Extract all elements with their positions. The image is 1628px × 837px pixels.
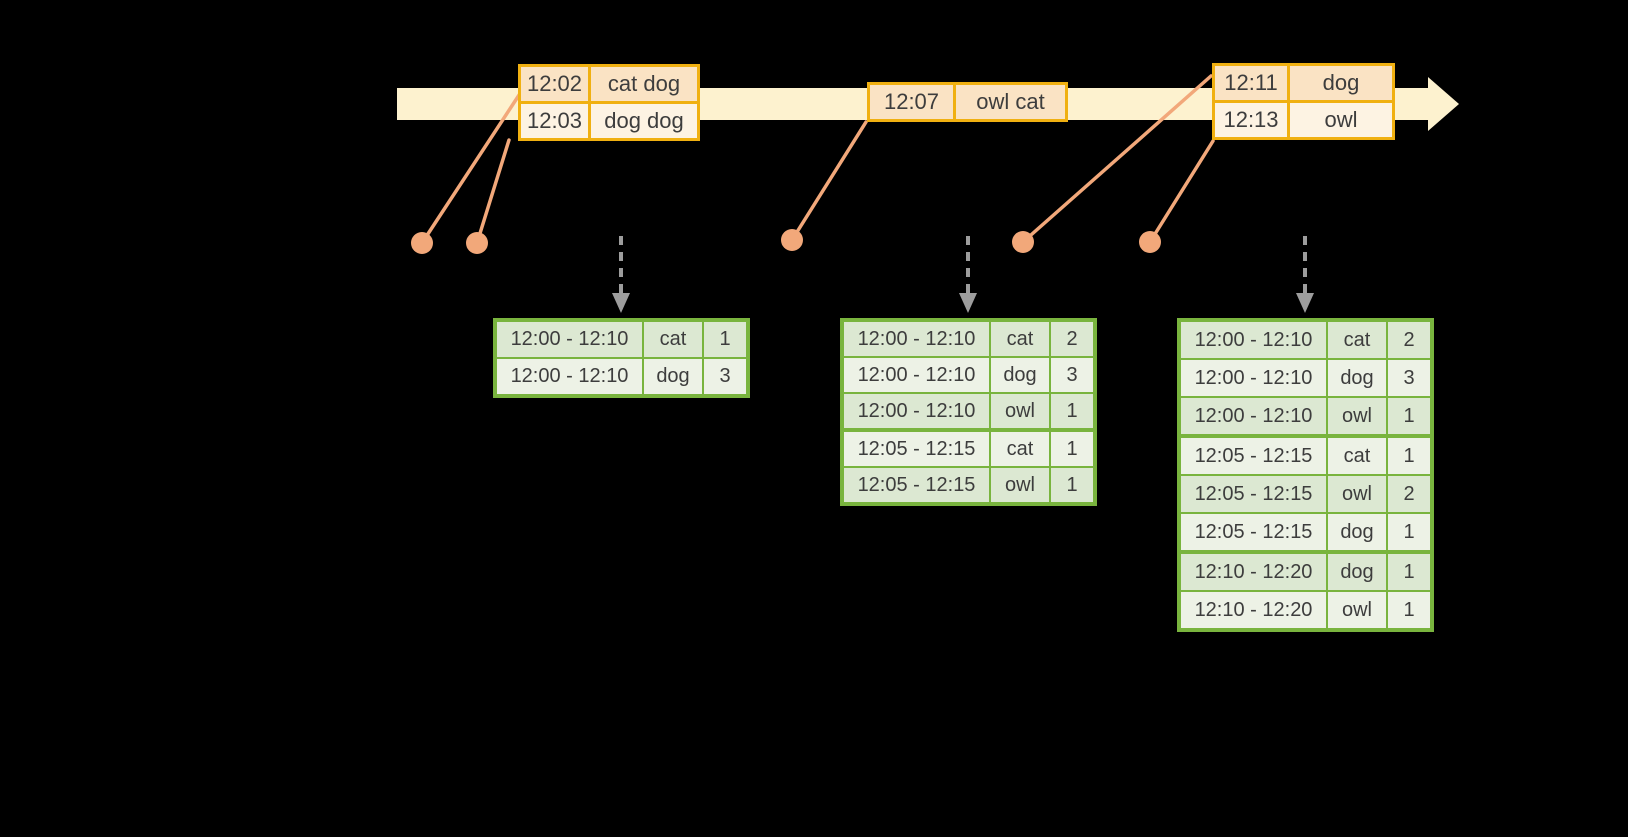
connector-line [420, 87, 525, 245]
trigger-arrows [612, 236, 1314, 313]
event-time-cell: 12:11 [1215, 66, 1287, 100]
window-cell: 12:05 - 12:15 [844, 468, 989, 502]
count-cell: 3 [1388, 360, 1430, 396]
word-cell: owl [1328, 592, 1386, 628]
window-cell: 12:05 - 12:15 [1181, 514, 1326, 550]
event-dot-icon [1139, 231, 1161, 253]
result-row: 12:00 - 12:10 dog 3 [1181, 360, 1430, 396]
event-words-cell: cat dog [591, 67, 697, 101]
event-words-cell: owl cat [956, 85, 1065, 119]
event-words-cell: dog dog [591, 104, 697, 138]
word-cell: dog [644, 359, 702, 394]
connector-line [1148, 139, 1215, 244]
window-cell: 12:05 - 12:15 [844, 432, 989, 466]
connector-lines [420, 74, 1215, 245]
count-cell: 3 [1051, 358, 1093, 392]
window-cell: 12:00 - 12:10 [497, 359, 642, 394]
event-markers [411, 229, 1161, 254]
count-cell: 1 [1388, 398, 1430, 434]
count-cell: 1 [1388, 438, 1430, 474]
event-dot-icon [781, 229, 803, 251]
count-cell: 1 [1388, 514, 1430, 550]
result-table-1: 12:00 - 12:10 cat 1 12:00 - 12:10 dog 3 [493, 318, 750, 398]
result-table-3: 12:00 - 12:10 cat 2 12:00 - 12:10 dog 3 … [1177, 318, 1434, 632]
result-row: 12:00 - 12:10 cat 2 [844, 322, 1093, 356]
count-cell: 2 [1388, 476, 1430, 512]
event-table-1: 12:02 cat dog 12:03 dog dog [518, 64, 700, 141]
word-cell: cat [991, 432, 1049, 466]
result-row: 12:00 - 12:10 owl 1 [844, 394, 1093, 428]
window-cell: 12:00 - 12:10 [1181, 360, 1326, 396]
event-time-cell: 12:02 [521, 67, 588, 101]
event-dot-icon [411, 232, 433, 254]
result-row: 12:00 - 12:10 cat 2 [1181, 322, 1430, 358]
event-row: 12:13 owl [1215, 103, 1392, 137]
result-row: 12:05 - 12:15 cat 1 [1181, 438, 1430, 474]
window-cell: 12:05 - 12:15 [1181, 438, 1326, 474]
word-cell: cat [1328, 322, 1386, 358]
result-row: 12:05 - 12:15 owl 1 [844, 468, 1093, 502]
window-cell: 12:00 - 12:10 [1181, 398, 1326, 434]
window-cell: 12:00 - 12:10 [844, 322, 989, 356]
down-arrow-icon [959, 293, 977, 313]
window-cell: 12:00 - 12:10 [497, 322, 642, 357]
result-row: 12:10 - 12:20 owl 1 [1181, 592, 1430, 628]
word-cell: dog [1328, 514, 1386, 550]
word-cell: dog [1328, 360, 1386, 396]
count-cell: 1 [1051, 468, 1093, 502]
count-cell: 1 [1388, 592, 1430, 628]
event-row: 12:03 dog dog [521, 104, 697, 138]
result-row: 12:05 - 12:15 cat 1 [844, 432, 1093, 466]
result-row: 12:00 - 12:10 dog 3 [497, 359, 746, 394]
count-cell: 1 [1051, 432, 1093, 466]
window-cell: 12:05 - 12:15 [1181, 476, 1326, 512]
event-words-cell: owl [1290, 103, 1392, 137]
count-cell: 1 [1388, 554, 1430, 590]
word-cell: cat [991, 322, 1049, 356]
result-row: 12:00 - 12:10 owl 1 [1181, 398, 1430, 434]
window-cell: 12:10 - 12:20 [1181, 554, 1326, 590]
timeline-arrowhead-icon [1428, 77, 1459, 131]
window-cell: 12:00 - 12:10 [844, 394, 989, 428]
word-cell: owl [991, 468, 1049, 502]
result-table-2: 12:00 - 12:10 cat 2 12:00 - 12:10 dog 3 … [840, 318, 1097, 506]
event-time-cell: 12:03 [521, 104, 588, 138]
count-cell: 2 [1388, 322, 1430, 358]
window-cell: 12:10 - 12:20 [1181, 592, 1326, 628]
down-arrow-icon [612, 293, 630, 313]
event-time-cell: 12:07 [870, 85, 953, 119]
event-time-cell: 12:13 [1215, 103, 1287, 137]
count-cell: 2 [1051, 322, 1093, 356]
word-cell: cat [644, 322, 702, 357]
window-cell: 12:00 - 12:10 [844, 358, 989, 392]
event-row: 12:07 owl cat [870, 85, 1065, 119]
event-row: 12:02 cat dog [521, 67, 697, 101]
word-cell: owl [1328, 476, 1386, 512]
connector-line [475, 138, 511, 245]
word-cell: owl [991, 394, 1049, 428]
down-arrow-icon [1296, 293, 1314, 313]
event-table-2: 12:07 owl cat [867, 82, 1068, 122]
event-words-cell: dog [1290, 66, 1392, 100]
count-cell: 3 [704, 359, 746, 394]
event-row: 12:11 dog [1215, 66, 1392, 100]
count-cell: 1 [704, 322, 746, 357]
result-row: 12:05 - 12:15 owl 2 [1181, 476, 1430, 512]
result-row: 12:05 - 12:15 dog 1 [1181, 514, 1430, 550]
result-row: 12:00 - 12:10 dog 3 [844, 358, 1093, 392]
event-dot-icon [1012, 231, 1034, 253]
result-row: 12:00 - 12:10 cat 1 [497, 322, 746, 357]
event-dot-icon [466, 232, 488, 254]
connector-line [790, 120, 868, 242]
word-cell: dog [1328, 554, 1386, 590]
result-row: 12:10 - 12:20 dog 1 [1181, 554, 1430, 590]
count-cell: 1 [1051, 394, 1093, 428]
word-cell: dog [991, 358, 1049, 392]
word-cell: cat [1328, 438, 1386, 474]
window-cell: 12:00 - 12:10 [1181, 322, 1326, 358]
connector-line [1021, 74, 1213, 244]
word-cell: owl [1328, 398, 1386, 434]
event-table-3: 12:11 dog 12:13 owl [1212, 63, 1395, 140]
